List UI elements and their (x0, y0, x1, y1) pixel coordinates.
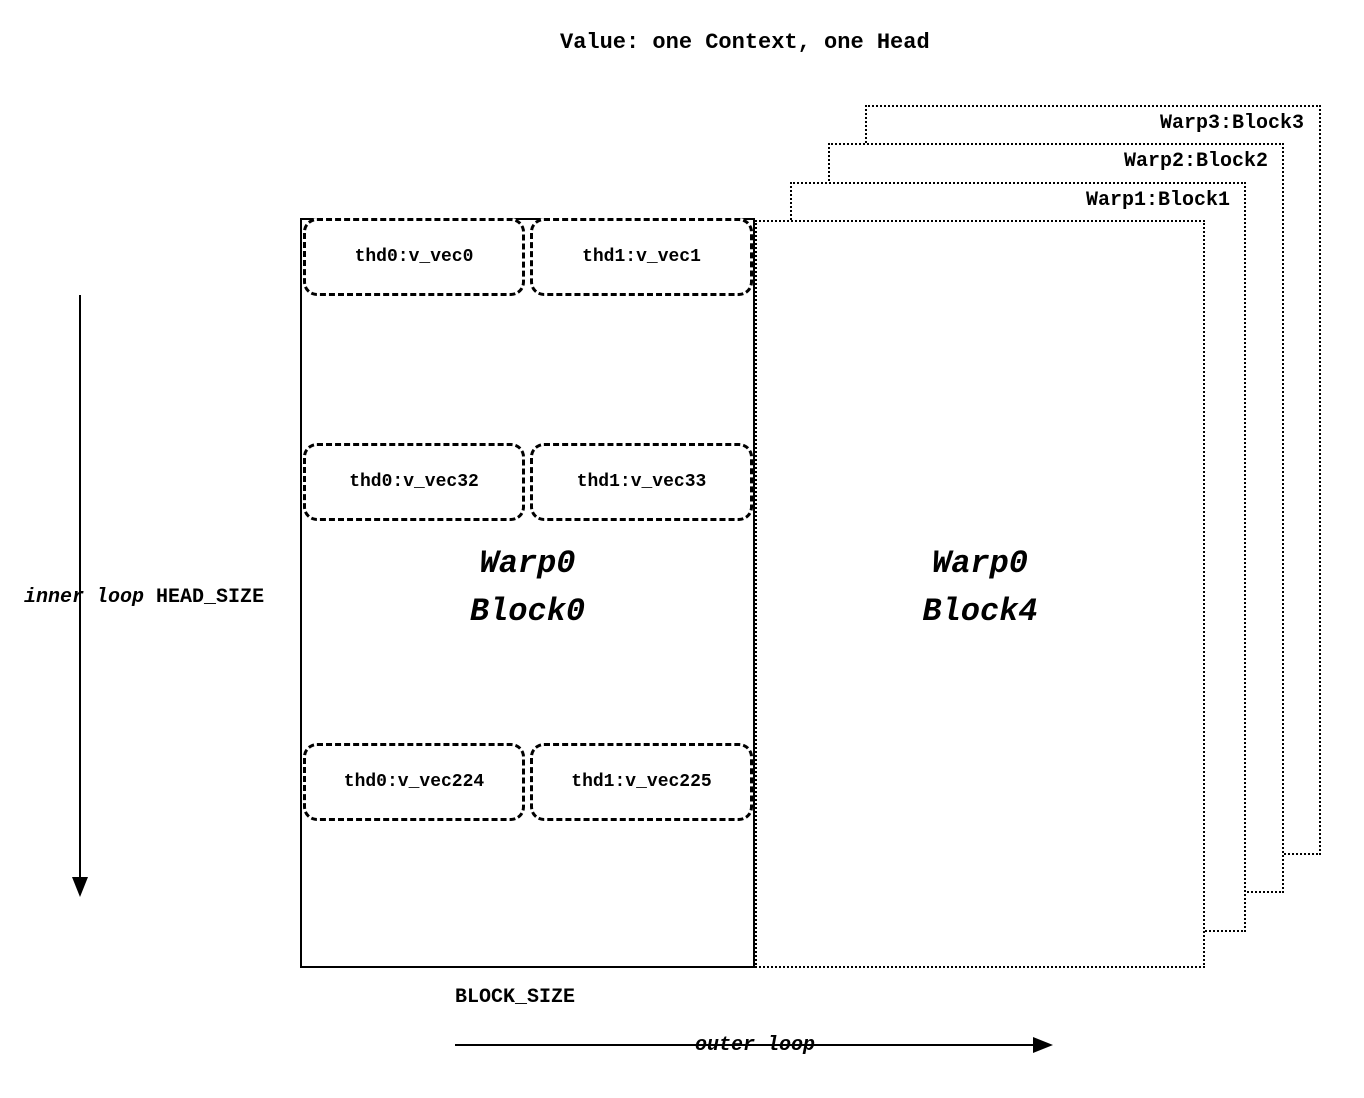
warp1-block1-label: Warp1:Block1 (1085, 189, 1230, 212)
vec-cell-label: thd1:v_vec33 (576, 472, 707, 492)
label-space (144, 586, 156, 609)
block-warp0-block4 (755, 220, 1205, 968)
block-warp0-block0 (300, 218, 755, 968)
inner-loop-arrow-line (79, 295, 81, 877)
warp0-block4-line1: Warp0 (931, 545, 1028, 582)
vec-cell-label: thd1:v_vec225 (571, 772, 712, 792)
vec-cell-label: thd0:v_vec0 (354, 247, 474, 267)
warp0-block4-label: Warp0 Block4 (755, 540, 1205, 636)
outer-loop-arrowhead-icon (1033, 1037, 1053, 1053)
inner-loop-label: inner loop (24, 586, 145, 609)
vec-cell-label: thd1:v_vec1 (582, 247, 701, 267)
vec-cell-thd1-v_vec33: thd1:v_vec33 (530, 443, 753, 521)
inner-loop-head-size-label: inner loop HEAD_SIZE (24, 586, 264, 609)
head-size-label: HEAD_SIZE (156, 586, 265, 609)
warp0-block4-line2: Block4 (922, 593, 1038, 630)
warp0-block0-label: Warp0 Block0 (300, 540, 755, 636)
vec-cell-thd0-v_vec32: thd0:v_vec32 (303, 443, 525, 521)
warp3-block3-label: Warp3:Block3 (1159, 112, 1304, 135)
vec-cell-label: thd0:v_vec32 (349, 472, 479, 492)
warp2-block2-label: Warp2:Block2 (1123, 150, 1268, 173)
vec-cell-thd0-v_vec224: thd0:v_vec224 (303, 743, 525, 821)
warp0-block0-line1: Warp0 (479, 545, 576, 582)
vec-cell-thd1-v_vec225: thd1:v_vec225 (530, 743, 753, 821)
block-size-label: BLOCK_SIZE (455, 986, 576, 1009)
outer-loop-label: outer loop (695, 1034, 816, 1057)
vec-cell-thd0-v_vec0: thd0:v_vec0 (303, 218, 525, 296)
diagram-title: Value: one Context, one Head (560, 30, 930, 55)
outer-loop-arrow-line (455, 1044, 1033, 1046)
vec-cell-thd1-v_vec1: thd1:v_vec1 (530, 218, 753, 296)
inner-loop-arrowhead-icon (72, 877, 88, 897)
vec-cell-label: thd0:v_vec224 (343, 772, 485, 792)
warp0-block0-line2: Block0 (469, 593, 586, 630)
